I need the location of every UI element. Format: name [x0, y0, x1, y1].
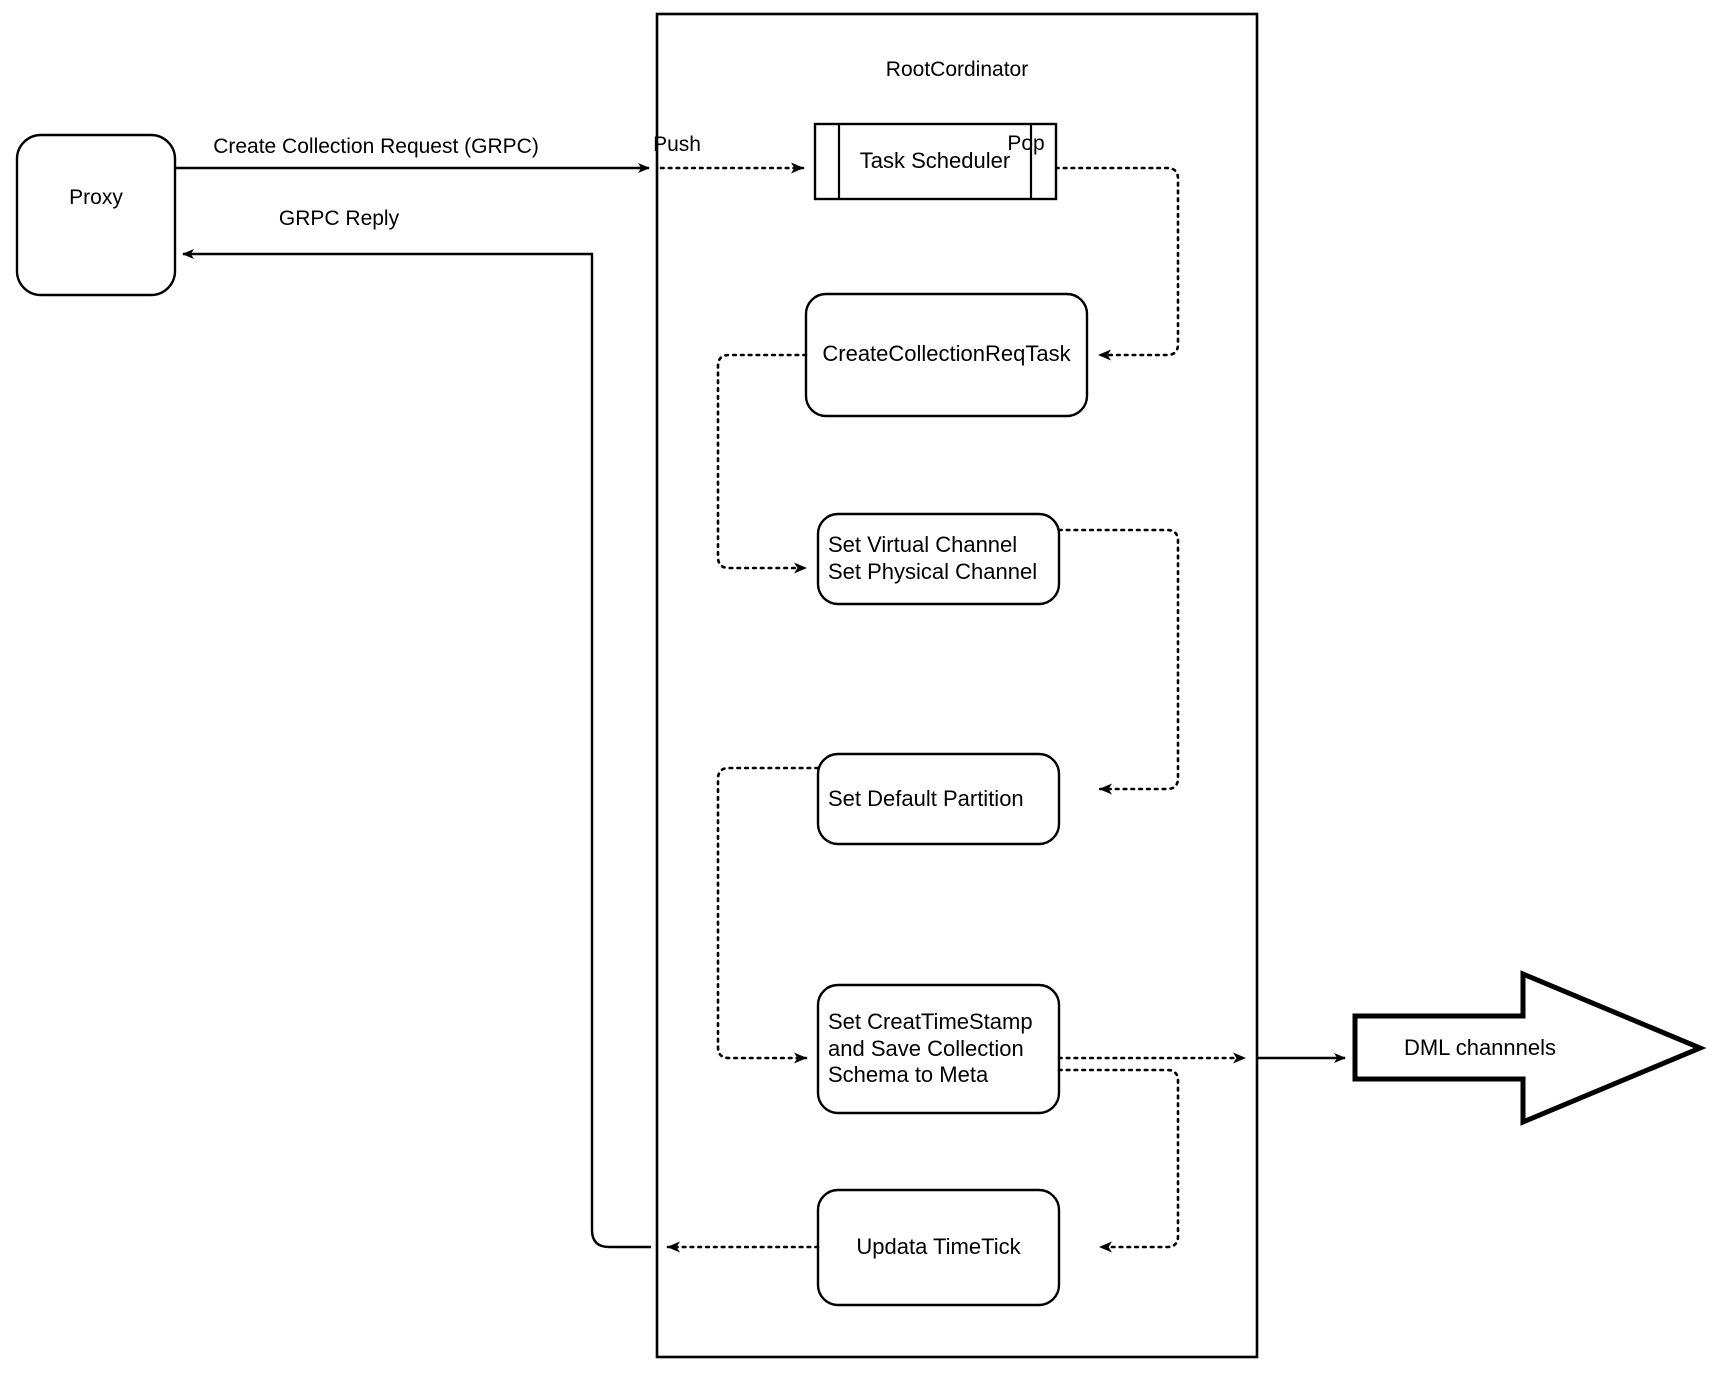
set-default-partition-node-shape[interactable]	[816, 752, 1061, 846]
set-channels-node-label: Set Virtual Channel Set Physical Channel	[828, 503, 1073, 615]
edge-label-grpc-reply: GRPC Reply	[278, 207, 400, 230]
rootcordinator-container-label: RootCordinator	[885, 58, 1029, 81]
set-default-partition-node-label: Set Default Partition	[828, 785, 1024, 811]
set-create-timestamp-line-2: and Save Collection	[828, 1035, 1024, 1061]
task-scheduler-node-label: Task Scheduler	[859, 148, 1011, 173]
edge-task-to-set-channels	[716, 353, 808, 574]
set-create-timestamp-line-3: Schema to Meta	[828, 1062, 989, 1088]
set-channels-node-shape[interactable]	[816, 512, 1061, 606]
proxy-node-shape[interactable]	[15, 133, 177, 297]
set-channels-line-1: Set Virtual Channel	[828, 532, 1018, 558]
update-timetick-node-label: Updata TimeTick	[856, 1234, 1021, 1260]
edge-default-partition-to-create-timestamp	[716, 766, 820, 1064]
set-channels-line-2: Set Physical Channel	[828, 559, 1038, 584]
edge-set-channels-to-default-partition	[1057, 528, 1180, 795]
task-scheduler-node-shape[interactable]	[813, 122, 1058, 201]
set-create-timestamp-node-shape[interactable]	[816, 983, 1061, 1115]
dml-channnels-node-shape[interactable]	[1352, 970, 1707, 1126]
edge-grpc-reply	[182, 249, 651, 1249]
edge-create-timestamp-to-update-timetick	[1057, 1068, 1180, 1253]
rootcordinator-container	[655, 12, 1259, 1359]
create-collection-req-task-node-label: CreateCollectionReqTask	[822, 341, 1071, 366]
edge-label-create-collection-request: Create Collection Request (GRPC)	[213, 135, 539, 158]
set-create-timestamp-node-label: Set CreatTimeStamp and Save Collection S…	[828, 985, 1073, 1113]
dml-channnels-node-label: DML channnels	[1403, 1035, 1557, 1060]
edge-label-pop: Pop	[1007, 132, 1045, 155]
proxy-node-label: Proxy	[69, 186, 123, 209]
edge-pop	[1054, 166, 1180, 361]
set-create-timestamp-line-1: Set CreatTimeStamp	[828, 1008, 1033, 1034]
edge-label-push: Push	[653, 133, 701, 156]
